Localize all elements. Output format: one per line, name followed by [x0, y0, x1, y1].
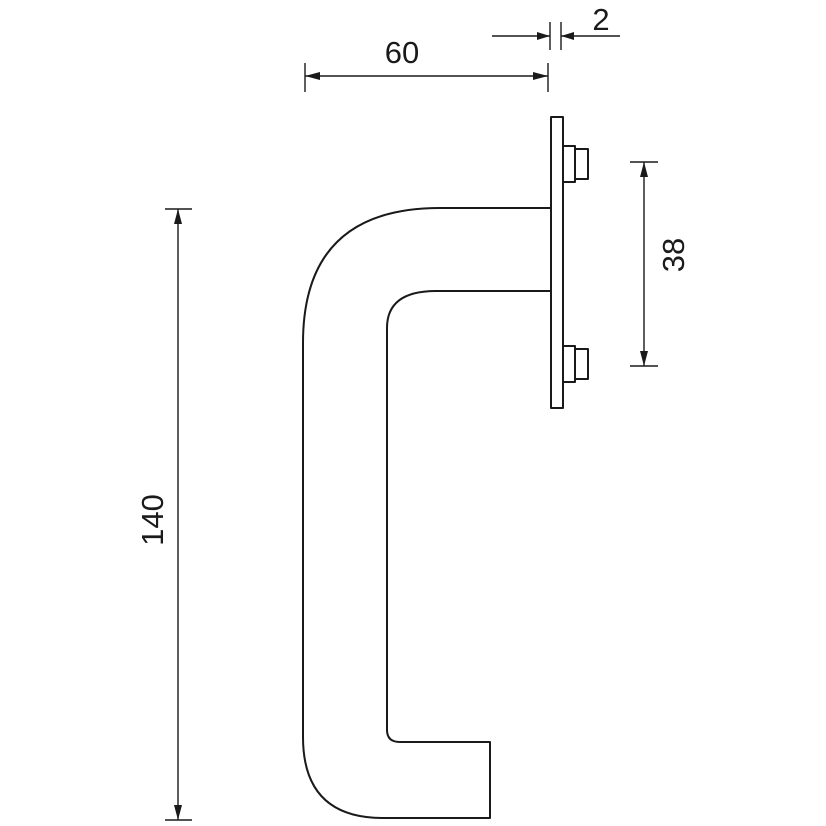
handle-body [302, 207, 552, 819]
screw-top [574, 148, 589, 180]
dimension-screw-spacing-label: 38 [656, 238, 691, 272]
rose-plate [550, 116, 564, 409]
dimension-projection-label: 60 [385, 35, 419, 70]
dimension-screw-spacing: 38 [630, 161, 691, 367]
dimension-projection: 60 [304, 35, 549, 92]
dimension-rose-thickness: 2 [492, 2, 620, 50]
screw-head-top [562, 145, 576, 183]
dimension-height: 140 [135, 208, 192, 821]
dimension-rose-thickness-label: 2 [592, 2, 609, 37]
dimension-height-label: 140 [135, 494, 170, 546]
screw-bottom [574, 348, 589, 380]
screw-head-bottom [562, 345, 576, 383]
